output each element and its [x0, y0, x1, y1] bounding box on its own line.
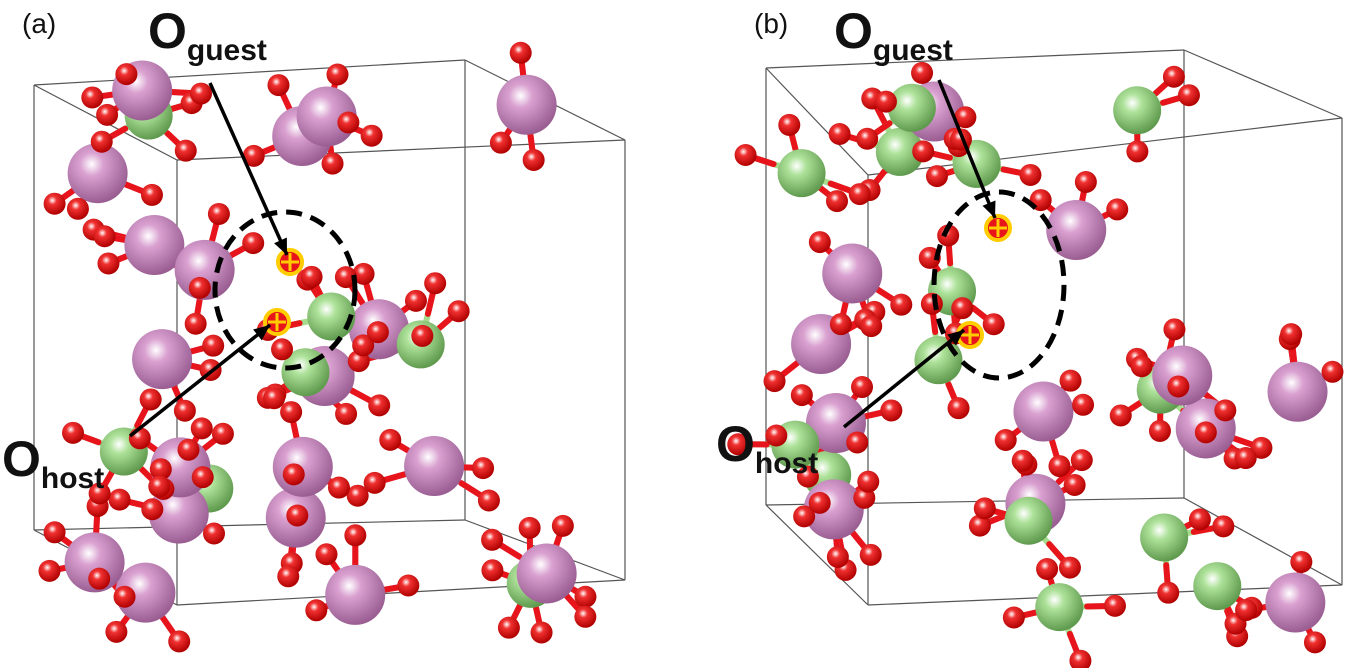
host-arrow	[128, 323, 272, 438]
o-guest-label-b: Oguest	[834, 3, 953, 67]
host-arrow	[842, 328, 966, 429]
o-host-label-b: Ohost	[716, 416, 819, 480]
o-host-label-a: Ohost	[2, 431, 105, 495]
guest-arrow	[937, 79, 997, 219]
panel-label-b: (b)	[754, 8, 789, 39]
unit-cell	[765, 49, 1343, 606]
o-guest-atom	[276, 248, 304, 276]
o-guest-atom	[984, 214, 1012, 242]
atoms	[38, 41, 597, 653]
o-guest-label-a: Oguest	[148, 3, 267, 67]
crystal-structure-a	[33, 41, 626, 653]
o-host-atom	[263, 308, 291, 336]
panel-b: (b) Oguest Ohost	[674, 0, 1347, 668]
guest-arrow	[208, 82, 289, 256]
o-host-atom	[956, 321, 984, 349]
dashed-circle	[931, 189, 1067, 381]
crystal-structure-b	[727, 49, 1344, 668]
panel-label-a: (a)	[22, 8, 57, 39]
dashed-circle	[212, 209, 358, 371]
panel-a: (a) Oguest Ohost	[0, 0, 673, 668]
